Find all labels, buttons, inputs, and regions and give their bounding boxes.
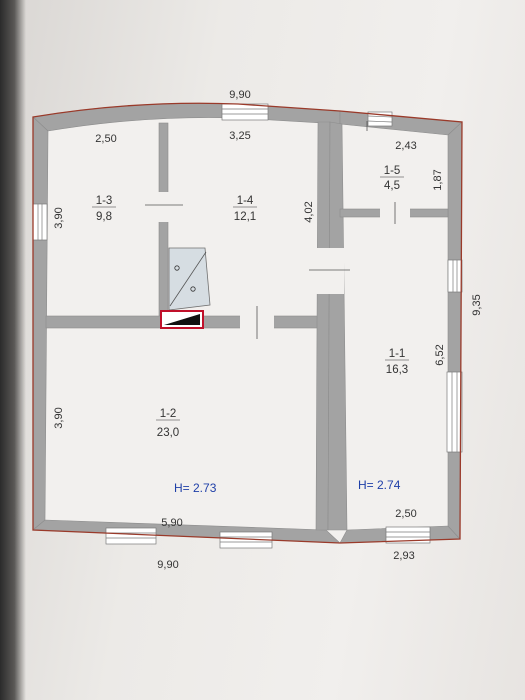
window-right-lower [446, 371, 463, 453]
room-1-5: 1-5 4,5 [380, 165, 404, 192]
wall-center-vertical [315, 121, 331, 531]
stove-burner-1 [174, 265, 180, 271]
stove-body [168, 247, 211, 311]
room-area: 12,1 [234, 211, 256, 223]
room-1-3: 1-3 9,8 [92, 195, 116, 223]
room-id: 1-2 [160, 408, 177, 420]
dim-top-left: 2,50 [95, 133, 116, 145]
dim-right-inner: 6,52 [434, 344, 446, 365]
window-bottom-left [105, 527, 157, 545]
room-1-4: 1-4 12,1 [233, 195, 257, 223]
wall-right-vertical [327, 121, 348, 531]
door-1-4-1-1 [314, 248, 344, 294]
window-right-upper [447, 259, 463, 293]
windows [32, 103, 463, 549]
room-area: 16,3 [386, 364, 408, 376]
dim-bottom-right-in: 2,50 [395, 508, 416, 520]
window-top-center [221, 103, 269, 121]
height-notes: H= 2.73 H= 2.74 [174, 478, 401, 495]
room-1-2: 1-2 23,0 [156, 408, 180, 439]
room-id: 1-3 [96, 195, 113, 207]
room-id: 1-5 [384, 165, 401, 177]
height-note-right: H= 2.74 [358, 478, 401, 492]
dim-top-right: 2,43 [395, 140, 416, 152]
dim-top-mid: 3,25 [229, 130, 250, 142]
room-1-1: 1-1 16,3 [385, 348, 409, 376]
height-note-left: H= 2.73 [174, 481, 217, 495]
dim-bottom-mid: 5,90 [161, 517, 182, 529]
dim-top-total: 9,90 [229, 89, 250, 101]
room-labels: 1-3 9,8 1-4 12,1 1-5 4,5 1-1 16,3 1-2 23… [92, 165, 409, 439]
window-left [32, 203, 48, 241]
room-area: 23,0 [157, 427, 179, 439]
window-bottom-right [385, 526, 431, 544]
room-area: 4,5 [384, 180, 400, 192]
dim-right-small: 1,87 [432, 169, 444, 190]
stove [160, 247, 211, 329]
building-outline [32, 102, 463, 544]
stove-burner-2 [190, 286, 196, 292]
door-1-3-1-4 [158, 192, 169, 222]
room-area: 9,8 [96, 211, 112, 223]
opening-ticks [145, 121, 396, 339]
dim-right-outer: 9,35 [471, 294, 483, 315]
page-edge-shadow [0, 0, 26, 700]
dim-bottom-right-out: 2,93 [393, 550, 414, 562]
dim-bottom-total: 9,90 [157, 559, 178, 571]
dimension-labels: 9,90 2,50 3,25 2,43 3,90 3,90 4,02 1,87 … [53, 89, 483, 571]
dim-left-lower: 3,90 [53, 407, 65, 428]
dim-mid-wall: 4,02 [303, 201, 315, 222]
room-id: 1-4 [237, 195, 254, 207]
dim-left-upper: 3,90 [53, 207, 65, 228]
room-id: 1-1 [389, 348, 406, 360]
